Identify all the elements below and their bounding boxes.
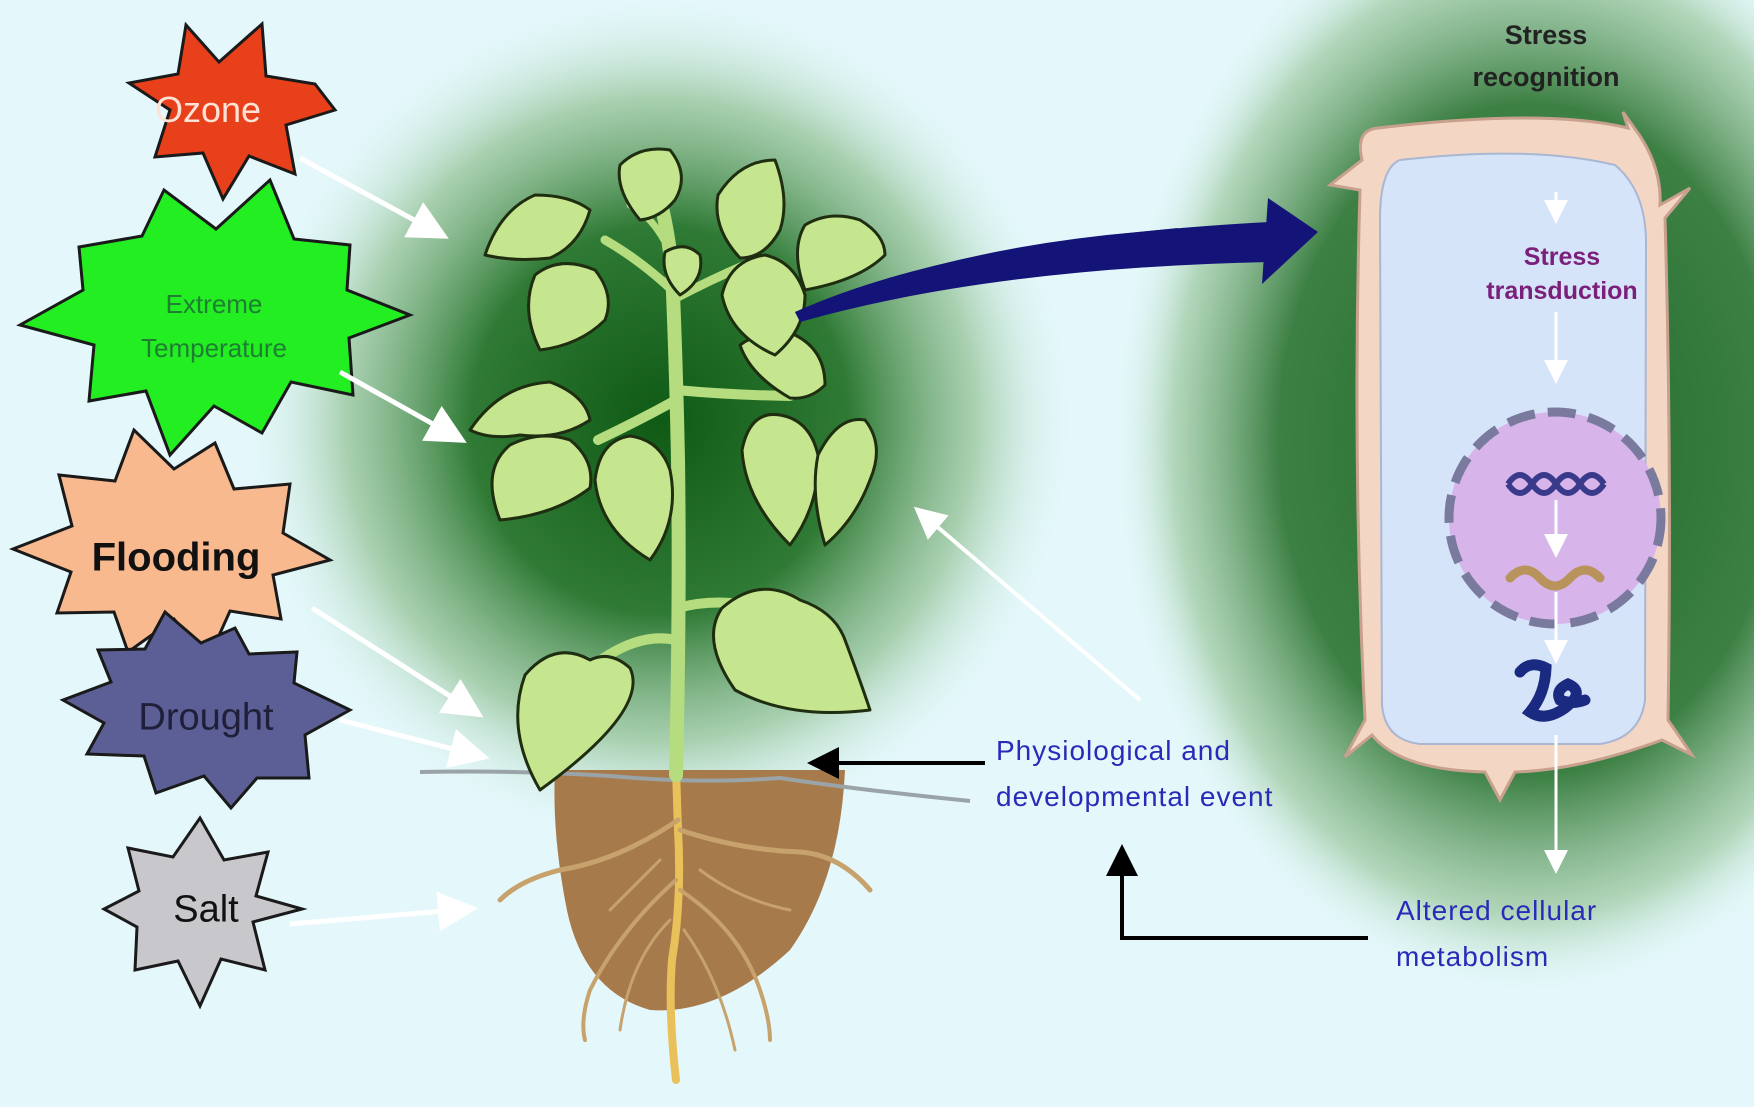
extreme-temperature-label: Extreme Temperature [141, 282, 287, 370]
ozone-label: Ozone [155, 89, 261, 131]
stress-transduction-line2: transduction [1486, 274, 1637, 308]
extreme-temperature-line1: Extreme [141, 282, 287, 326]
drought-label: Drought [138, 697, 273, 740]
plant-glow [240, 0, 1080, 850]
salt-arrow [290, 909, 468, 924]
altered-metabolism-line2: metabolism [1396, 934, 1597, 980]
stress-transduction-line1: Stress [1486, 240, 1637, 274]
stress-recognition-line2: recognition [1473, 56, 1620, 98]
stress-recognition-label: Stress recognition [1473, 14, 1620, 98]
physiological-event-label: Physiological and developmental event [996, 728, 1273, 820]
flooding-label: Flooding [92, 536, 261, 581]
physiological-event-line2: developmental event [996, 774, 1273, 820]
stress-recognition-line1: Stress [1473, 14, 1620, 56]
salt-label: Salt [173, 889, 238, 932]
extreme-temperature-line2: Temperature [141, 326, 287, 370]
altered-metabolism-label: Altered cellular metabolism [1396, 888, 1597, 980]
stress-transduction-label: Stress transduction [1486, 240, 1637, 308]
altered-metabolism-line1: Altered cellular [1396, 888, 1597, 934]
physiological-event-line1: Physiological and [996, 728, 1273, 774]
